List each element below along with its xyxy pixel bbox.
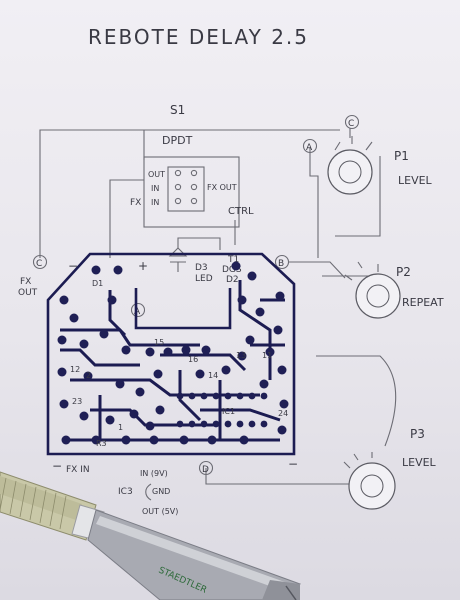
pcb-label-ic1: IC1 <box>222 407 235 416</box>
ic1-footprint <box>176 392 268 428</box>
node-c-top-letter: C <box>348 119 354 129</box>
switch-fx-out-label: FX OUT <box>207 183 237 192</box>
node-d-pot3-letter: D <box>202 465 209 475</box>
t1-dgs-label: DGS <box>222 265 242 275</box>
switch-lug <box>190 183 198 191</box>
led-label-d3: D3 <box>195 263 208 273</box>
node-c-left-letter: C <box>36 259 42 269</box>
switch-lug <box>174 197 182 205</box>
ic3-in-label: IN (9V) <box>140 469 168 478</box>
switch-pin-in: IN <box>151 198 159 207</box>
pcb-minus-bottom: − <box>288 457 298 471</box>
pcb-labels: D1 IC1 R3 24 23 15 13 12 11 2 1 16 14 <box>70 279 288 448</box>
pot-p3 <box>343 452 396 510</box>
led-wire <box>177 237 221 250</box>
pcb-label-14: 14 <box>208 371 218 380</box>
switch-label: S1 <box>170 103 185 117</box>
switch-to-pcb-wire <box>109 179 144 258</box>
switch-pin-in: IN <box>151 184 159 193</box>
pcb-minus-top: − <box>68 259 78 273</box>
pot-p2-function: REPEAT <box>402 296 444 309</box>
ctrl-label: CTRL <box>228 206 254 217</box>
pcb-label-d1: D1 <box>92 279 103 288</box>
pcb-label-24: 24 <box>278 409 288 418</box>
pcb-label-2: 2 <box>86 371 91 380</box>
node-b-pot2 <box>274 254 290 270</box>
ic3-name: IC3 <box>118 487 133 497</box>
node-a-pcb-letter: A <box>134 307 141 317</box>
pcb-label-23: 23 <box>72 397 82 406</box>
switch-outline <box>143 156 240 228</box>
pcb-label-13: 13 <box>236 351 246 360</box>
led-symbol <box>168 247 188 272</box>
switch-lug <box>190 169 198 177</box>
pcb-label-r3: R3 <box>96 439 107 448</box>
pot-p1 <box>327 136 373 195</box>
pot-p2-name: P2 <box>396 265 411 279</box>
pcb-traces <box>60 280 285 442</box>
led-label-led: LED <box>195 274 213 284</box>
ic3-symbol <box>145 483 152 501</box>
fx-in-label: FX IN <box>66 465 90 475</box>
pot-p3-name: P3 <box>410 427 425 441</box>
pot1-a-wire <box>309 148 319 258</box>
left-fx-label: FX <box>20 277 31 287</box>
pot-p1-function: LEVEL <box>398 174 433 187</box>
ic3-out-label: OUT (5V) <box>142 507 178 516</box>
node-a-pcb <box>130 302 146 318</box>
pot3-wire <box>316 355 397 447</box>
ic3-gnd-label: GND <box>152 487 170 496</box>
node-d-pot3 <box>198 460 214 476</box>
node-a-pot1 <box>302 138 318 154</box>
pot-p2 <box>344 261 401 319</box>
node-b-pot2-letter: B <box>278 259 284 269</box>
pcb-label-12: 12 <box>70 365 80 374</box>
top-bus-wire <box>39 129 340 258</box>
pot3-d-wire <box>205 468 350 485</box>
switch-body <box>167 166 205 212</box>
node-c-left <box>32 254 48 270</box>
pot-p1-name: P1 <box>394 149 409 163</box>
node-c-top <box>344 114 360 130</box>
node-a-pot1-letter: A <box>306 143 313 153</box>
switch-lug <box>190 197 198 205</box>
pot-p3-function: LEVEL <box>402 456 437 469</box>
pcb-outline <box>46 252 296 456</box>
mechanical-pencil <box>0 471 301 600</box>
pcb-label-1: 1 <box>118 423 123 432</box>
pcb-pads <box>57 261 289 445</box>
switch-lug <box>174 183 182 191</box>
switch-fx-label: FX <box>130 198 141 208</box>
left-out-label: OUT <box>18 288 38 298</box>
pot2-b-wire <box>288 261 346 279</box>
pcb-label-16: 16 <box>188 355 198 364</box>
pot1-wiper-wire <box>335 156 381 237</box>
switch-pin-out: OUT <box>148 170 165 179</box>
t1-d2-label: D2 <box>226 275 239 285</box>
switch-lug <box>174 169 182 177</box>
t1-label: T1 <box>227 255 239 265</box>
pcb-minus-left: − <box>52 459 62 473</box>
pcb-label-11: 11 <box>262 351 272 360</box>
pcb-label-15: 15 <box>154 338 164 347</box>
switch-type: DPDT <box>162 134 193 147</box>
diagram-title: REBOTE DELAY 2.5 <box>88 25 309 49</box>
pcb-plus-mark: + <box>138 259 148 273</box>
